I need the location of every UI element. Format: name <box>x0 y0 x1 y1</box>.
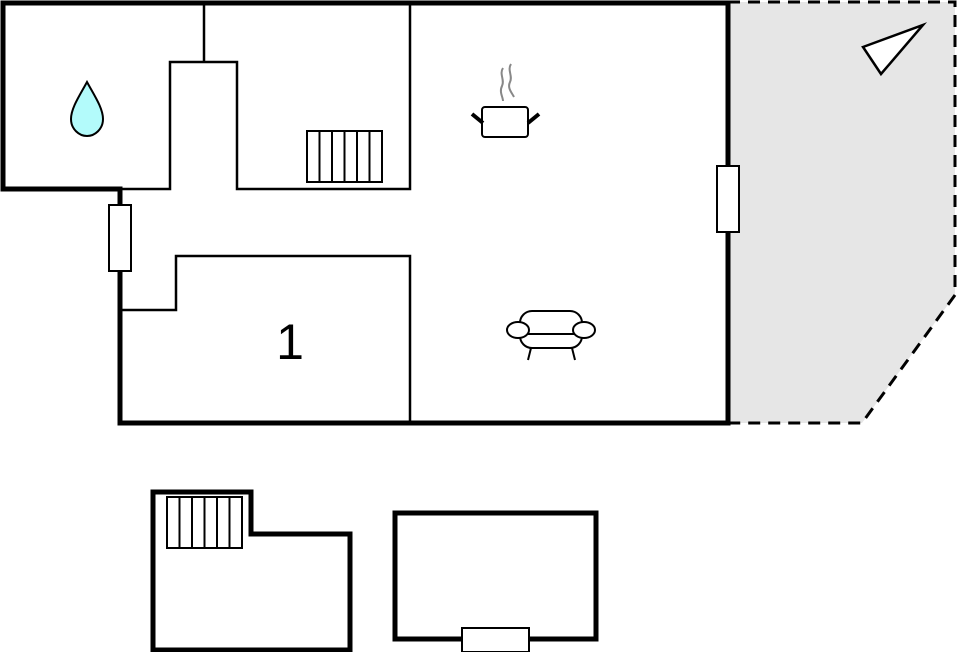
terrace <box>728 0 957 425</box>
window-left <box>108 204 132 272</box>
interior-walls <box>120 3 412 423</box>
main-building-outer-walls <box>0 0 731 426</box>
compass-north-arrow-icon <box>861 22 928 77</box>
cooking-pot-icon <box>470 63 541 138</box>
sofa-icon <box>506 310 596 361</box>
window-annex <box>461 627 530 652</box>
staircase-icon <box>166 496 243 549</box>
staircase-icon <box>306 130 383 183</box>
annex-right <box>392 510 599 652</box>
water-drop-icon <box>69 79 105 138</box>
bedroom-number-label: 1 <box>276 314 304 370</box>
window-right <box>716 165 740 233</box>
annex-left <box>150 489 353 652</box>
